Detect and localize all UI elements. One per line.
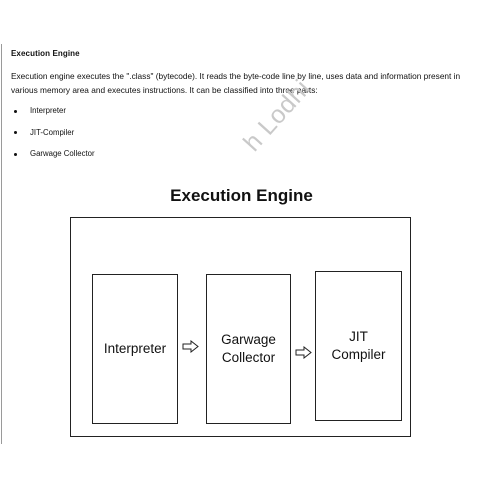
stage-label-line: Compiler (331, 347, 386, 362)
stage-label-line: JIT (349, 329, 368, 344)
bullet-dot-icon (14, 131, 17, 134)
section-paragraph: Execution engine executes the ".class" (… (11, 71, 461, 95)
bullet-item-jit-compiler: JIT-Compiler (11, 127, 95, 149)
stage-label: Garwage Collector (221, 331, 276, 367)
stage-label-line: Garwage (221, 332, 276, 347)
stage-label-line: Interpreter (103, 341, 167, 356)
bullet-item-interpreter: Interpreter (11, 105, 95, 127)
hollow-right-arrow-icon (182, 340, 199, 353)
stage-box-garbage-collector: Garwage Collector (206, 274, 291, 424)
bullet-label: Garwage Collector (30, 149, 95, 158)
bullet-dot-icon (14, 152, 17, 156)
bullet-list: Interpreter JIT-Compiler Garwage Collect… (11, 105, 95, 170)
bullet-label: JIT-Compiler (30, 127, 75, 137)
page-left-border (1, 44, 2, 444)
bullet-dot-icon (14, 109, 17, 113)
section-heading: Execution Engine (11, 49, 80, 58)
diagram-frame (70, 217, 411, 437)
stage-label: JIT Compiler (331, 328, 385, 364)
bullet-label: Interpreter (30, 106, 66, 115)
stage-box-interpreter: Interpreter (92, 274, 178, 424)
hollow-right-arrow-icon (295, 346, 312, 359)
stage-label: Interpreter (104, 340, 166, 358)
bullet-item-garbage-collector: Garwage Collector (11, 148, 95, 170)
diagram-title: Execution Engine (170, 186, 313, 205)
stage-label-line: Collector (221, 350, 276, 365)
stage-box-jit-compiler: JIT Compiler (315, 271, 402, 421)
